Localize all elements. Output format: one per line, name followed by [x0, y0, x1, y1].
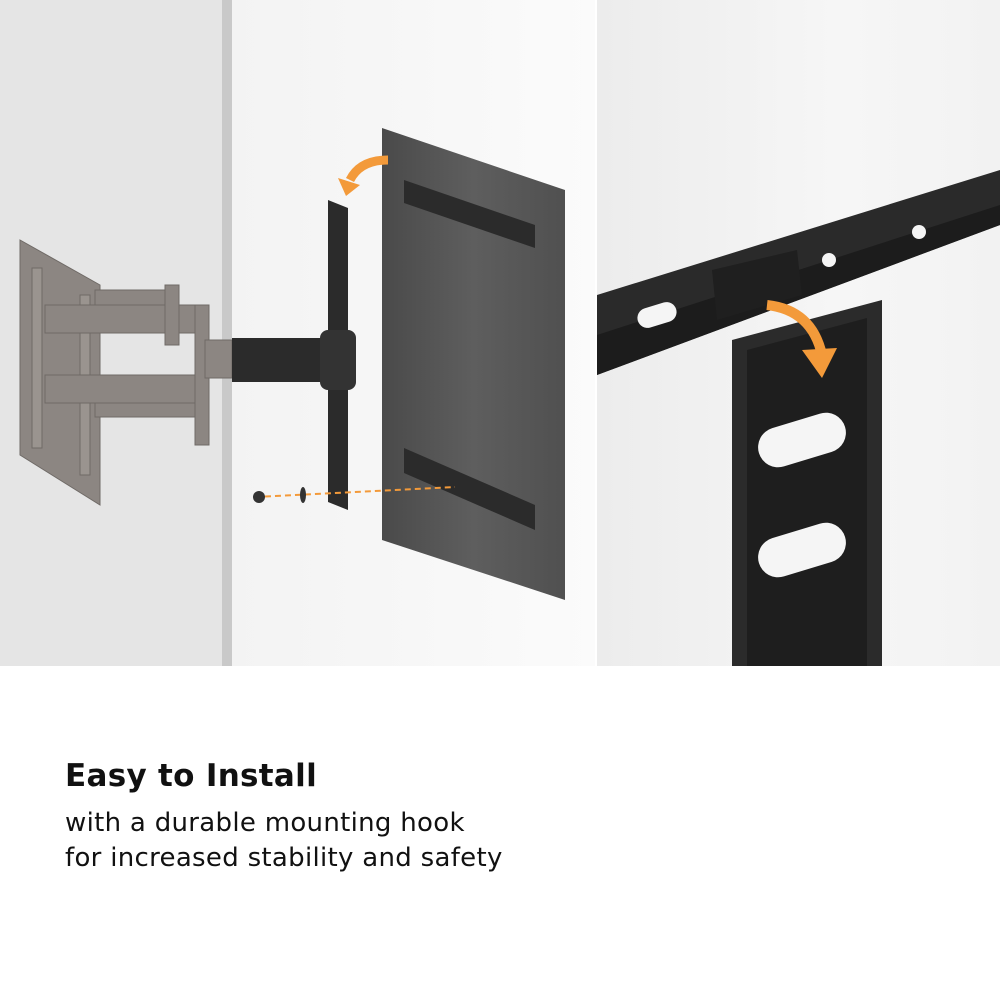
rotate-arrow-icon	[345, 155, 389, 183]
subline-1: with a durable mounting hook	[65, 808, 465, 838]
installation-overview-illustration	[0, 0, 595, 666]
subline-2: for increased stability and safety	[65, 843, 503, 873]
wall-arm-icon	[19, 239, 233, 506]
headline: Easy to Install	[65, 758, 318, 794]
down-arrow-icon	[766, 300, 827, 357]
hook-detail-illustration	[597, 0, 1000, 666]
